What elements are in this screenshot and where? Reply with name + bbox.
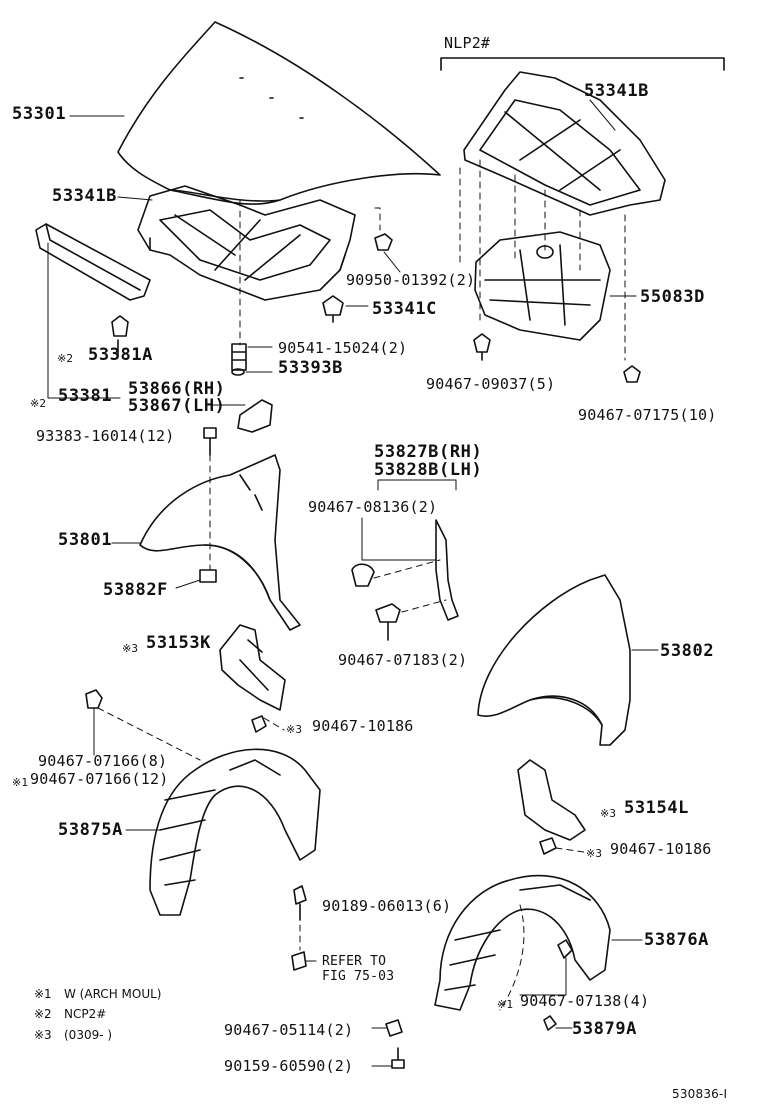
label-53393b[interactable]: 53393B	[278, 358, 344, 378]
label-90467-07175[interactable]: 90467-07175(10)	[578, 406, 717, 424]
label-53866-rh[interactable]: 53866(RH)	[128, 379, 226, 399]
label-90467-05114[interactable]: 90467-05114(2)	[224, 1021, 354, 1039]
diagram-code: 530836-I	[672, 1087, 728, 1101]
label-90159-60590[interactable]: 90159-60590(2)	[224, 1057, 354, 1075]
mark-2b: ※2	[30, 397, 47, 410]
label-90467-07166-12[interactable]: 90467-07166(12)	[30, 770, 169, 788]
label-53154l[interactable]: 53154L	[624, 798, 690, 818]
label-53153k[interactable]: 53153K	[146, 633, 212, 653]
label-53875a[interactable]: 53875A	[58, 820, 124, 840]
legend-text-3: (0309- )	[64, 1028, 113, 1042]
variant-header: NLP2#	[444, 34, 491, 52]
legend-mark-1: ※1	[34, 987, 52, 1001]
hood-insulator-53341b-right	[463, 71, 666, 216]
mark-3c: ※3	[600, 807, 617, 820]
label-53381a[interactable]: 53381A	[88, 345, 154, 365]
rail-53381	[35, 223, 151, 399]
legend-mark-2: ※2	[34, 1007, 52, 1021]
legend-text-1: W (ARCH MOUL)	[64, 987, 162, 1001]
engine-cover-55083d	[474, 231, 611, 341]
label-53879a[interactable]: 53879A	[572, 1019, 638, 1039]
legend-text-2: NCP2#	[64, 1007, 107, 1021]
fender-53802	[477, 574, 631, 746]
mark-1a: ※1	[12, 776, 29, 789]
mark-3d: ※3	[586, 847, 603, 860]
label-53341b-left[interactable]: 53341B	[52, 186, 118, 206]
fender-53801	[139, 454, 301, 631]
label-55083d[interactable]: 55083D	[640, 287, 706, 307]
label-53882f[interactable]: 53882F	[103, 580, 169, 600]
label-90467-07138[interactable]: 90467-07138(4)	[520, 992, 650, 1010]
label-53828b-lh[interactable]: 53828B(LH)	[374, 460, 483, 480]
refer-line-1: REFER TO	[322, 954, 387, 969]
hood-53301	[117, 21, 441, 205]
mark-1b: ※1	[497, 998, 514, 1011]
label-53867-lh[interactable]: 53867(LH)	[128, 396, 226, 416]
label-90189-06013[interactable]: 90189-06013(6)	[322, 897, 452, 915]
hood-insulator-53341b-left	[137, 185, 356, 301]
label-90467-10186-b[interactable]: 90467-10186	[610, 840, 712, 858]
liner-53875a	[149, 748, 321, 916]
label-53801[interactable]: 53801	[58, 530, 113, 550]
mark-3a: ※3	[122, 642, 139, 655]
label-53381[interactable]: 53381	[58, 386, 113, 406]
liner-53876a	[434, 874, 611, 1011]
label-93383-16014[interactable]: 93383-16014(12)	[36, 427, 175, 445]
refer-line-2[interactable]: FIG 75-03	[322, 969, 395, 984]
label-53341b-right[interactable]: 53341B	[584, 81, 650, 101]
label-53802[interactable]: 53802	[660, 641, 715, 661]
mark-3b: ※3	[286, 723, 303, 736]
label-90467-07183[interactable]: 90467-07183(2)	[338, 651, 468, 669]
variant-bracket	[440, 57, 725, 71]
label-53876a[interactable]: 53876A	[644, 930, 710, 950]
label-53301[interactable]: 53301	[12, 104, 67, 124]
label-90467-09037[interactable]: 90467-09037(5)	[426, 375, 556, 393]
label-90467-08136[interactable]: 90467-08136(2)	[308, 498, 438, 516]
label-90467-07166-8[interactable]: 90467-07166(8)	[38, 752, 168, 770]
legend-mark-3: ※3	[34, 1028, 52, 1042]
label-53827b-rh[interactable]: 53827B(RH)	[374, 442, 483, 462]
label-90950-01392[interactable]: 90950-01392(2)	[346, 271, 476, 289]
label-90467-10186-a[interactable]: 90467-10186	[312, 717, 414, 735]
label-90541-15024[interactable]: 90541-15024(2)	[278, 339, 408, 357]
mark-2a: ※2	[57, 352, 74, 365]
label-53341c[interactable]: 53341C	[372, 299, 438, 319]
